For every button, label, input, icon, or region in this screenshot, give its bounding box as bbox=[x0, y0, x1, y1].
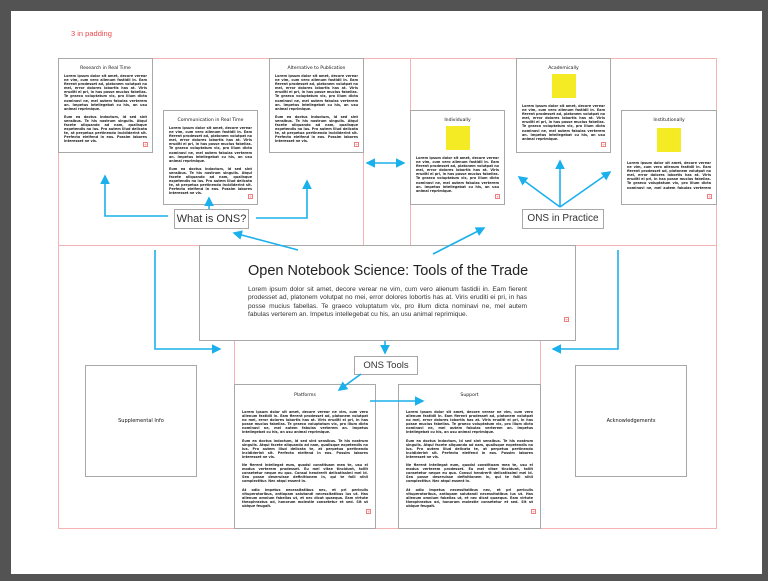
box-text: Lorem ipsum dolor sit amet, decore verea… bbox=[522, 104, 605, 141]
box-text: At odio impetus necessitatibus nec, et p… bbox=[242, 487, 368, 508]
arrow-tools-to-platforms bbox=[337, 373, 362, 391]
box-text: Eum ea doctus indoctum, id sed sint sens… bbox=[169, 166, 252, 196]
guide-outer bbox=[58, 58, 717, 529]
box-platforms: Platforms Lorem ipsum dolor sit amet, de… bbox=[234, 384, 376, 529]
box-text: Lorem ipsum dolor sit amet, decore verea… bbox=[627, 161, 711, 190]
arrow-main-left bbox=[154, 250, 222, 354]
box-text: Lorem ipsum dolor sit amet, decore verea… bbox=[64, 74, 147, 111]
arrow-to-institutionally bbox=[559, 171, 612, 208]
box-title: Support bbox=[460, 393, 479, 398]
arrow-main-to-practice bbox=[432, 227, 486, 255]
box-text: Lorem ipsum dolor sit amet, decore verea… bbox=[169, 126, 252, 163]
box-text: Ne fierent intellegat eum, quodsi consti… bbox=[406, 463, 533, 484]
box-text: Lorem ipsum dolor sit amet, decore verea… bbox=[242, 410, 368, 435]
overflow-icon[interactable]: + bbox=[354, 142, 359, 147]
image-placeholder bbox=[657, 128, 681, 152]
box-text: Eum ea doctus indoctum, id sed sint sens… bbox=[64, 114, 147, 144]
box-research-real-time: Research in Real Time Lorem ipsum dolor … bbox=[58, 58, 153, 153]
overflow-icon[interactable]: + bbox=[495, 194, 500, 199]
what-is-ons-label: What is ONS? bbox=[174, 209, 249, 229]
supplemental-info-box: Supplemental Info bbox=[85, 365, 197, 477]
overflow-icon[interactable]: + bbox=[143, 142, 148, 147]
box-text: Lorem ipsum dolor sit amet, decore verea… bbox=[416, 156, 499, 193]
arrow-to-research bbox=[100, 174, 168, 217]
overflow-icon[interactable]: + bbox=[707, 194, 712, 199]
arrow-to-alternative bbox=[256, 179, 312, 219]
ons-in-practice-label: ONS in Practice bbox=[522, 209, 604, 229]
ons-tools-label: ONS Tools bbox=[354, 356, 418, 375]
main-body: Lorem ipsum dolor sit amet, decore verea… bbox=[248, 286, 527, 318]
box-title: Research in Real Time bbox=[80, 66, 131, 71]
box-title: Academically bbox=[548, 66, 579, 71]
box-individually: Individually Lorem ipsum dolor sit amet,… bbox=[410, 110, 505, 205]
acknowledgements-label: Acknowledgements bbox=[606, 418, 656, 424]
overflow-icon[interactable]: + bbox=[248, 194, 253, 199]
box-text: Lorem ipsum dolor sit amet, decore verea… bbox=[406, 410, 533, 435]
supplemental-info-label: Supplemental Info bbox=[118, 418, 164, 424]
box-text: Eum ea doctus indoctum, id sed sint sens… bbox=[406, 438, 533, 459]
overflow-icon[interactable]: + bbox=[366, 509, 371, 514]
box-text: Eum ea doctus indoctum, id sed sint sens… bbox=[242, 438, 368, 459]
box-alternative-publication: Alternative to Publication Lorem ipsum d… bbox=[269, 58, 364, 153]
overflow-icon[interactable]: + bbox=[531, 509, 536, 514]
box-title: Platforms bbox=[294, 393, 316, 398]
overflow-icon[interactable]: + bbox=[601, 142, 606, 147]
padding-note: 3 in padding bbox=[71, 29, 112, 38]
arrow-main-right bbox=[551, 250, 619, 354]
box-title: Institutionally bbox=[653, 118, 685, 123]
box-text: At odio impetus necessitatibus nec, et p… bbox=[406, 487, 533, 508]
arrow-to-individually bbox=[517, 176, 561, 208]
overflow-icon[interactable]: + bbox=[564, 317, 569, 322]
main-title: Open Notebook Science: Tools of the Trad… bbox=[248, 263, 529, 279]
box-support: Support Lorem ipsum dolor sit amet, deco… bbox=[398, 384, 541, 529]
box-title: Communication in Real Time bbox=[177, 118, 244, 123]
box-academically: Academically Lorem ipsum dolor sit amet,… bbox=[516, 58, 611, 153]
box-title: Individually bbox=[444, 118, 471, 123]
box-text: Eum ea doctus indoctum, id sed sint sens… bbox=[275, 114, 358, 144]
arrow-main-to-what-is-ons bbox=[232, 230, 299, 251]
main-panel: Open Notebook Science: Tools of the Trad… bbox=[199, 245, 576, 341]
acknowledgements-box: Acknowledgements bbox=[575, 365, 687, 477]
box-text: Ne fierent intellegat eum, quodsi consti… bbox=[242, 463, 368, 484]
box-title: Alternative to Publication bbox=[287, 66, 346, 71]
box-text: Lorem ipsum dolor sit amet, decore verea… bbox=[275, 74, 358, 111]
image-placeholder bbox=[445, 126, 470, 150]
box-institutionally: Institutionally Lorem ipsum dolor sit am… bbox=[621, 110, 717, 205]
guide-line bbox=[363, 152, 364, 245]
image-placeholder bbox=[551, 74, 576, 98]
